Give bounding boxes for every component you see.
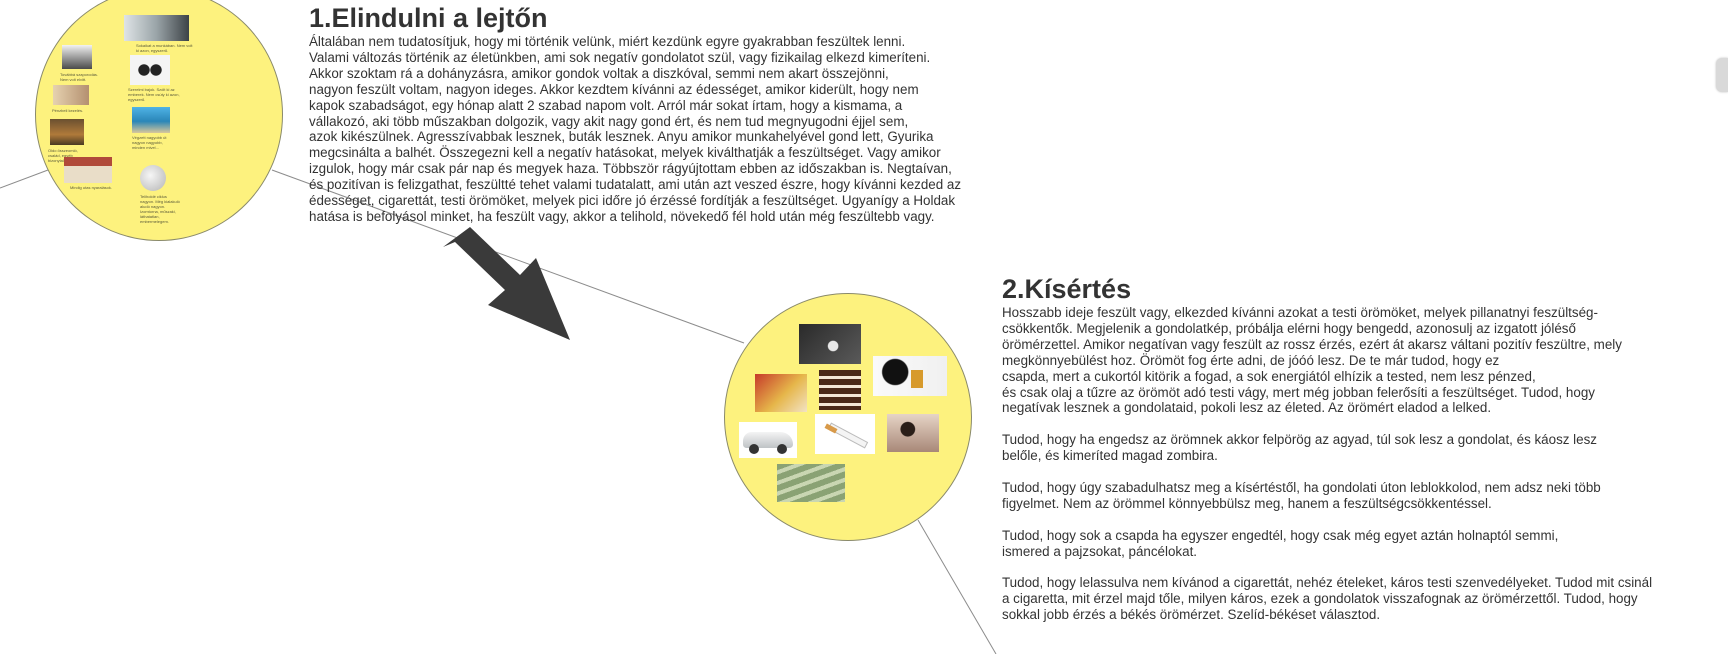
thumb-person-phone [62, 45, 92, 69]
thumb-pills-powder [799, 324, 861, 364]
mini-caption-3: Szerelmi bajok. Szólt ki az emberek. Nem… [128, 87, 188, 102]
section1-line: Valami változás történik az életünkben, … [309, 50, 961, 66]
section2-line: és csak olaj a tűzre az örömöt adó testi… [1002, 385, 1652, 401]
section1-line: és pozitívan is felizgathat, feszültté t… [309, 177, 961, 193]
section1-line: Általában nem tudatosítjuk, hogy mi tört… [309, 34, 961, 50]
section2-line: sokkal jobb érzés a békés örömérzet. Sze… [1002, 607, 1652, 623]
arrow-down-right-icon [443, 227, 570, 340]
thumb-hotel-building [64, 157, 112, 183]
section2-line: figyelmet. Nem az örömmel könnyebbülsz m… [1002, 496, 1652, 512]
section1-line: kapok szabadságot, egy hónap alatt 2 sza… [309, 98, 961, 114]
topic-circle-2[interactable] [724, 293, 972, 541]
section2-paragraph-5: Tudod, hogy lelassulva nem kívánod a cig… [1002, 575, 1652, 623]
section2-line: csapda, mert a cukortól kitörik a fogad,… [1002, 369, 1652, 385]
section1-line: izgulok, hogy már csak pár nap és megyek… [309, 161, 961, 177]
section2-line: a cigaretta, mit érzel majd tőle, milyen… [1002, 591, 1652, 607]
section2-paragraph-4: Tudod, hogy sok a csapda ha egyszer enge… [1002, 528, 1652, 560]
section1-line: édességet, cigarettát, testi örömöket, m… [309, 193, 961, 209]
section2-title: 2.Kísértés [1002, 273, 1131, 305]
section2-line: Tudod, hogy lelassulva nem kívánod a cig… [1002, 575, 1652, 591]
thumb-money-stack [777, 464, 845, 502]
thumb-sports-car [739, 422, 797, 458]
thumb-office-worker [124, 15, 189, 41]
section2-line: Tudod, hogy úgy szabadulhatsz meg a kísé… [1002, 480, 1652, 496]
section1-line: megcsinálta a balhét. Összegezni kell a … [309, 145, 961, 161]
thumb-money-hands [53, 85, 89, 105]
section2-paragraph-3: Tudod, hogy úgy szabadulhatsz meg a kísé… [1002, 480, 1652, 512]
section2-body: Hosszabb ideje feszült vagy, elkezded kí… [1002, 305, 1652, 639]
section2-line: negatívak lesznek a gondolataid, pokoli … [1002, 400, 1652, 416]
section2-paragraph-2: Tudod, hogy ha engedsz az örömnek akkor … [1002, 432, 1652, 464]
section2-line: csökkentők. Megjelenik a gondolatkép, pr… [1002, 321, 1652, 337]
thumb-couple [130, 55, 170, 85]
section2-paragraph-1: Hosszabb ideje feszült vagy, elkezded kí… [1002, 305, 1652, 416]
thumb-chocolate-cake [819, 370, 861, 410]
connector-line-left [0, 170, 48, 188]
mini-caption-1: Sokaikat a munkában. Nem volt ki azon, e… [136, 43, 196, 53]
section1-line: azok kikészülnek. Agresszívabbak lesznek… [309, 129, 961, 145]
section1-line: nagyon feszült voltam, nagyon ideges. Ak… [309, 82, 961, 98]
thumb-fast-food [755, 374, 807, 412]
thumb-beach [132, 107, 170, 133]
thumb-autumn-road [50, 119, 84, 145]
section2-line: Tudod, hogy sok a csapda ha egyszer enge… [1002, 528, 1652, 544]
section2-line: belőle, és kimeríted magad zombira. [1002, 448, 1652, 464]
section1-line: hatása is befolyásol minket, ha feszült … [309, 209, 961, 225]
thumb-woman-bed [887, 414, 939, 452]
mini-caption-4: Pénzbeli kezelés. [52, 108, 92, 113]
thumb-full-moon [140, 165, 166, 191]
section2-line: ismered a pajzsokat, páncélokat. [1002, 544, 1652, 560]
section1-line: vállakozó, aki több műszakban dolgozik, … [309, 114, 961, 130]
section2-line: Tudod, hogy ha engedsz az örömnek akkor … [1002, 432, 1652, 448]
section2-line: örömérzettel. Amikor negatívan vagy fesz… [1002, 337, 1652, 353]
section1-title: 1.Elindulni a lejtőn [309, 2, 548, 34]
side-panel-handle[interactable] [1716, 58, 1728, 92]
thumb-cigarette [815, 414, 875, 454]
section2-line: Hosszabb ideje feszült vagy, elkezded kí… [1002, 305, 1652, 321]
mini-caption-5: Végzett nagyobb út nagyon nagyobb, minde… [132, 135, 174, 150]
section1-body: Általában nem tudatosítjuk, hogy mi tört… [309, 34, 961, 225]
mini-caption-8: Teliholdé ciklus nagyon. Még kialakuló a… [140, 194, 180, 224]
thumb-pouring-alcohol [873, 356, 947, 396]
section2-line: megkönnyebülést hoz. Örömöt fog érte adn… [1002, 353, 1652, 369]
section1-line: Akkor szoktam rá a dohányzásra, amikor g… [309, 66, 961, 82]
connector-line-bottom [918, 520, 996, 654]
mini-caption-2: Továbbá szaporodás. Nem volt elvitt. [60, 72, 100, 82]
mini-caption-7: Mindig utas nyaralások. [70, 185, 114, 190]
